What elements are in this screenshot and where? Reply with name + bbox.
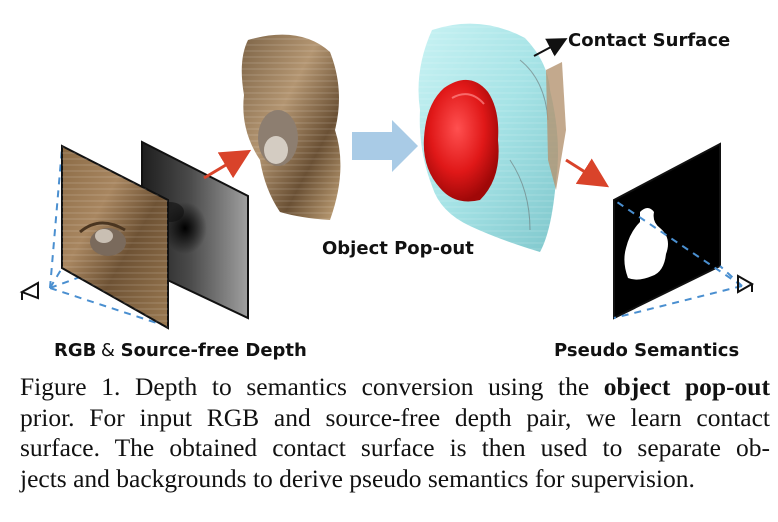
caption-line-2: prior. For input RGB and source-free dep… — [20, 402, 770, 432]
red-arrow-to-mesh — [203, 149, 252, 180]
blue-arrow — [352, 120, 418, 172]
caption-bold-term: object pop-out — [603, 372, 770, 401]
textured-mesh — [241, 34, 341, 221]
semantics-camera-icon — [737, 274, 755, 294]
caption-line-3: surface. The obtained contact surface is… — [20, 433, 770, 462]
figure-illustration: Contact Surface Object Pop-out RGB & Sou… — [19, 23, 755, 361]
label-pseudo-semantics: Pseudo Semantics — [554, 340, 739, 361]
label-contact-surface: Contact Surface — [568, 30, 730, 51]
label-object-popout: Object Pop-out — [322, 238, 474, 259]
label-source-free-depth: Source-free Depth — [121, 340, 307, 361]
rgb-image — [61, 144, 169, 330]
label-rgb-depth: RGB & Source-free Depth — [54, 340, 307, 361]
red-arrow-to-semantics — [565, 158, 610, 188]
popped-out-object — [423, 79, 499, 202]
pseudo-semantics-mask — [613, 142, 721, 320]
caption-line-4: jects and backgrounds to derive pseudo s… — [20, 463, 695, 493]
caption-line-1: Figure 1. Depth to semantics conversion … — [20, 372, 770, 403]
label-ampersand: & — [101, 340, 121, 361]
rgb-camera-icon — [19, 281, 39, 300]
figure-caption: Figure 1. Depth to semantics conversion … — [20, 372, 770, 494]
label-rgb: RGB — [54, 340, 96, 361]
rgb-camera-frustum — [49, 147, 167, 327]
contact-surface-pointer — [533, 38, 568, 57]
caption-line-1-text: Figure 1. Depth to semantics conversion … — [20, 372, 604, 401]
